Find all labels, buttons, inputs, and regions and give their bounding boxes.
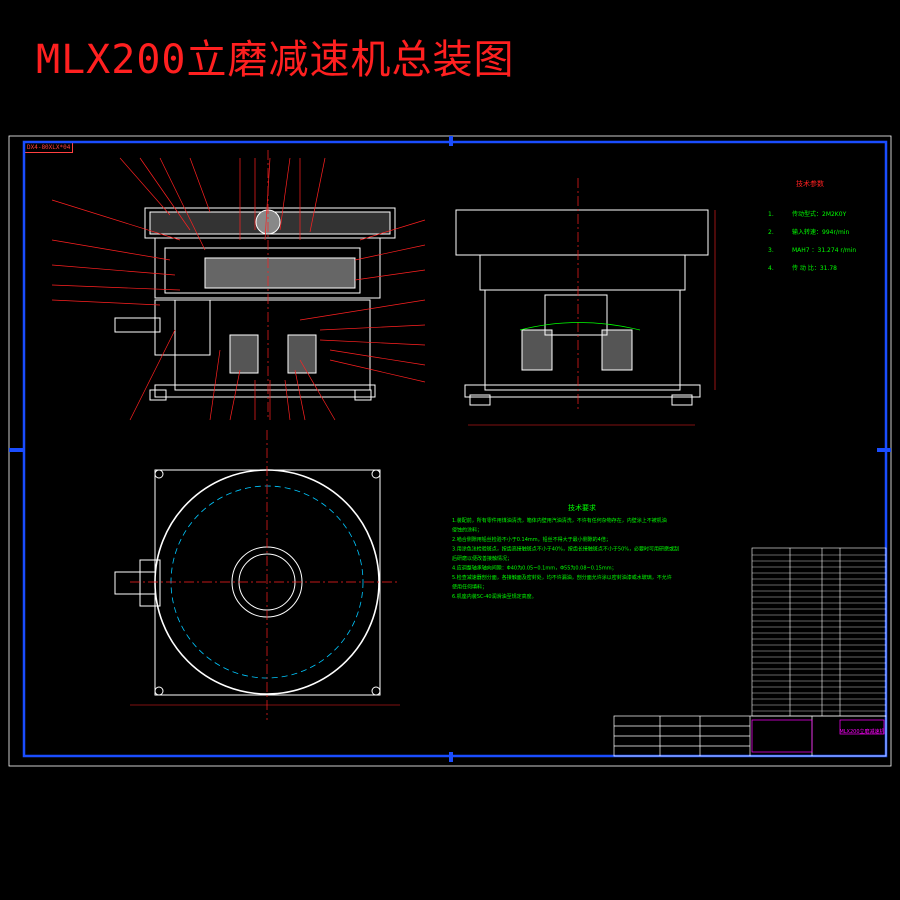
tech-requirement-line: 1.装配前，所有零件用煤油清洗，箱体内壁用汽油清洗，不许有任何杂物存在，内壁涂上…	[452, 517, 667, 524]
tech-param-number: 4.	[768, 265, 774, 272]
title-block	[613, 715, 887, 757]
tech-param-number: 1.	[768, 211, 774, 218]
tech-requirement-line: 4.应调整轴承轴向间隙：Φ40为0.05~0.1mm，Φ55为0.08~0.15…	[452, 565, 617, 572]
bom-rows	[752, 554, 886, 712]
section-view-leaders	[51, 157, 426, 421]
tech-requirement-line: 2.啮合侧隙用铅丝检验不小于0.14mm，铅丝不得大于最小侧隙的4倍；	[452, 536, 611, 543]
tech-requirement-line: 5.检查减速器剖分面，各接触面及密封处，均不许漏油，剖分面允许涂以密封油漆或水玻…	[452, 574, 672, 581]
side-view	[455, 178, 716, 426]
tech-requirement-line: 6.机座内装SC-40润滑油至规定高度。	[452, 593, 537, 600]
tech-requirement-line: 使用任何填料；	[452, 584, 487, 591]
tech-param-text: MAH7 ：31.274 r/min	[792, 247, 856, 254]
section-view	[114, 150, 396, 420]
outer-frame	[8, 135, 892, 767]
plan-view	[114, 430, 400, 720]
tech-requirement-line: 后研磨以便改善接触情况；	[452, 555, 512, 562]
tech-params-list: 1. 传动型式：2M2K0Y 2. 输入转速：994r/min 3. MAH7 ：31.2…	[768, 210, 856, 272]
frame-centre-marks	[9, 136, 891, 762]
tech-requirements-list: 1.装配前，所有零件用煤油清洗，箱体内壁用汽油清洗，不许有任何杂物存在，内壁涂上…	[452, 517, 679, 600]
tech-requirements-heading: 技术要求	[568, 503, 596, 512]
tech-param-number: 3.	[768, 247, 774, 254]
tech-requirement-line: 侵蚀的涂料；	[452, 527, 482, 534]
tech-param-text: 传动型式：2M2K0Y	[792, 210, 847, 218]
tech-params-heading: 技术参数	[796, 179, 824, 188]
title-block-drawing-name: MLX200立磨减速机	[839, 728, 884, 735]
tech-requirement-line: 3.用涂色法检验斑点，按齿高接触斑点不小于40%，按齿长接触斑点不小于50%，必…	[452, 546, 679, 553]
tech-param-text: 传 动 比：31.78	[792, 264, 837, 272]
tech-param-number: 2.	[768, 229, 774, 236]
bill-of-materials-table	[751, 547, 887, 717]
tech-param-text: 输入转速：994r/min	[792, 228, 849, 236]
drawing-title: MLX200立磨减速机总装图	[36, 37, 515, 83]
